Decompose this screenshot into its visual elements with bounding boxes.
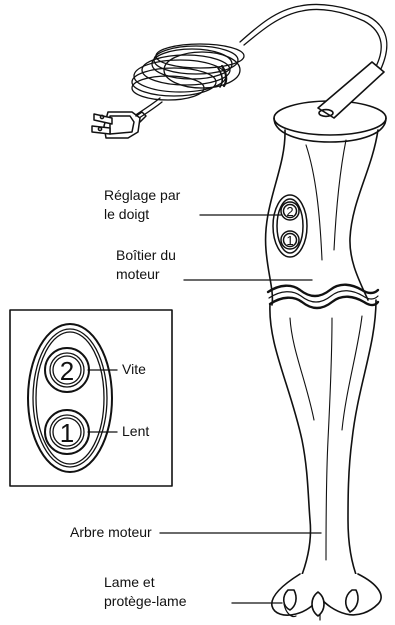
label-finger-control-line-1: Réglage par bbox=[104, 186, 180, 205]
label-blade-guard-line-2: protège-lame bbox=[104, 592, 187, 611]
switch-detail-inset bbox=[10, 310, 172, 486]
body-switch-low-number: 1 bbox=[286, 233, 293, 248]
label-slow: Lent bbox=[122, 422, 149, 441]
label-blade-guard-line-1: Lame et bbox=[104, 573, 187, 592]
body-switch-high-number: 2 bbox=[286, 204, 293, 219]
label-motor-housing-line-1: Boîtier du bbox=[116, 246, 176, 265]
label-blade-guard: Lame et protège-lame bbox=[104, 573, 187, 611]
label-drive-shaft: Arbre moteur bbox=[70, 523, 152, 542]
label-finger-control-line-2: le doigt bbox=[104, 205, 180, 224]
blender-body bbox=[266, 62, 386, 620]
fast-button-number: 2 bbox=[60, 356, 74, 386]
label-fast: Vite bbox=[122, 360, 146, 379]
label-motor-housing: Boîtier du moteur bbox=[116, 246, 176, 284]
slow-button-number: 1 bbox=[60, 418, 74, 448]
label-finger-control: Réglage par le doigt bbox=[104, 186, 180, 224]
label-motor-housing-line-2: moteur bbox=[116, 265, 176, 284]
plug bbox=[92, 112, 146, 138]
